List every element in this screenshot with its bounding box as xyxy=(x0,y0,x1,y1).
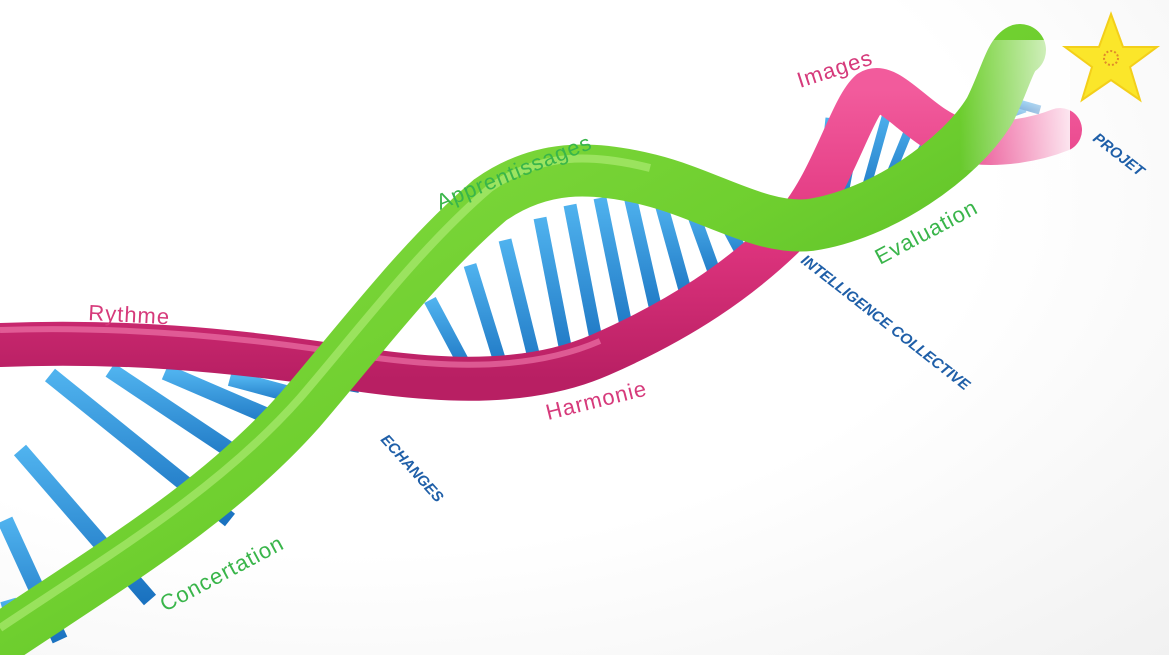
helix-fade xyxy=(960,40,1070,170)
label-intelligence-collective: INTELLIGENCE COLLECTIVE xyxy=(798,252,974,395)
label-echanges: ECHANGES xyxy=(377,431,447,506)
label-projet: PROJET xyxy=(1090,130,1149,181)
label-rythme: Rythme xyxy=(88,300,171,329)
star-icon xyxy=(1065,14,1157,100)
